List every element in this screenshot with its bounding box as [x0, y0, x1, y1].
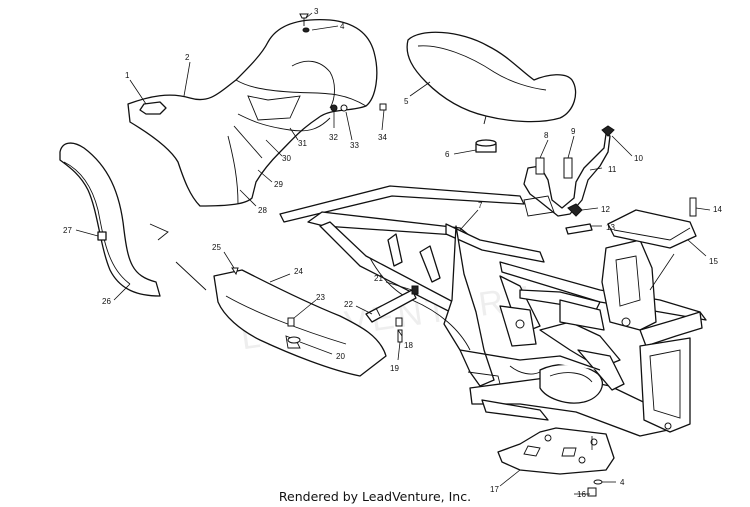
callout-4: 4 — [340, 22, 345, 31]
side-brackets[interactable] — [365, 285, 419, 343]
callout-1: 1 — [125, 71, 130, 80]
callout-24: 24 — [294, 267, 303, 276]
footrest-panel[interactable] — [213, 269, 387, 377]
leader-lines — [75, 12, 711, 495]
callout-16: 16 — [577, 490, 586, 499]
callout-9: 9 — [571, 127, 576, 136]
callout-8: 8 — [544, 131, 549, 140]
callout-12: 12 — [601, 205, 610, 214]
callout-21: 21 — [374, 274, 383, 283]
bracket-plate[interactable] — [607, 209, 697, 249]
callout-31: 31 — [298, 139, 307, 148]
callout-11: 11 — [608, 165, 617, 174]
callout-32: 32 — [329, 133, 338, 142]
callout-26: 26 — [102, 297, 111, 306]
callout-23: 23 — [316, 293, 325, 302]
callout-25: 25 — [212, 243, 221, 252]
callout-labels: 1 2 3 4 5 6 7 8 9 10 11 12 13 14 15 16 1… — [63, 7, 722, 499]
callout-2: 2 — [185, 53, 190, 62]
callout-10: 10 — [634, 154, 643, 163]
hardware-items — [231, 13, 697, 497]
callout-30: 30 — [282, 154, 291, 163]
callout-22: 22 — [344, 300, 353, 309]
callout-5: 5 — [404, 97, 409, 106]
callout-7: 7 — [478, 201, 483, 210]
callout-13: 13 — [606, 223, 615, 232]
callout-20: 20 — [336, 352, 345, 361]
rear-fender[interactable] — [127, 18, 378, 207]
callout-17: 17 — [490, 485, 499, 494]
callout-19: 19 — [390, 364, 399, 373]
callout-33: 33 — [350, 141, 359, 150]
front-fender[interactable] — [59, 142, 207, 297]
callout-18: 18 — [404, 341, 413, 350]
callout-3: 3 — [314, 7, 319, 16]
callout-27: 27 — [63, 226, 72, 235]
rack-bracket[interactable] — [523, 125, 615, 235]
footer-credit: Rendered by LeadVenture, Inc. — [278, 489, 472, 504]
callout-29: 29 — [274, 180, 283, 189]
main-frame[interactable] — [279, 185, 707, 437]
seat[interactable] — [406, 31, 577, 153]
callout-6: 6 — [445, 150, 450, 159]
callout-14: 14 — [713, 205, 722, 214]
callout-4b: 4 — [620, 478, 625, 487]
callout-34: 34 — [378, 133, 387, 142]
skid-plate[interactable] — [497, 427, 615, 475]
callout-15: 15 — [709, 257, 718, 266]
callout-28: 28 — [258, 206, 267, 215]
